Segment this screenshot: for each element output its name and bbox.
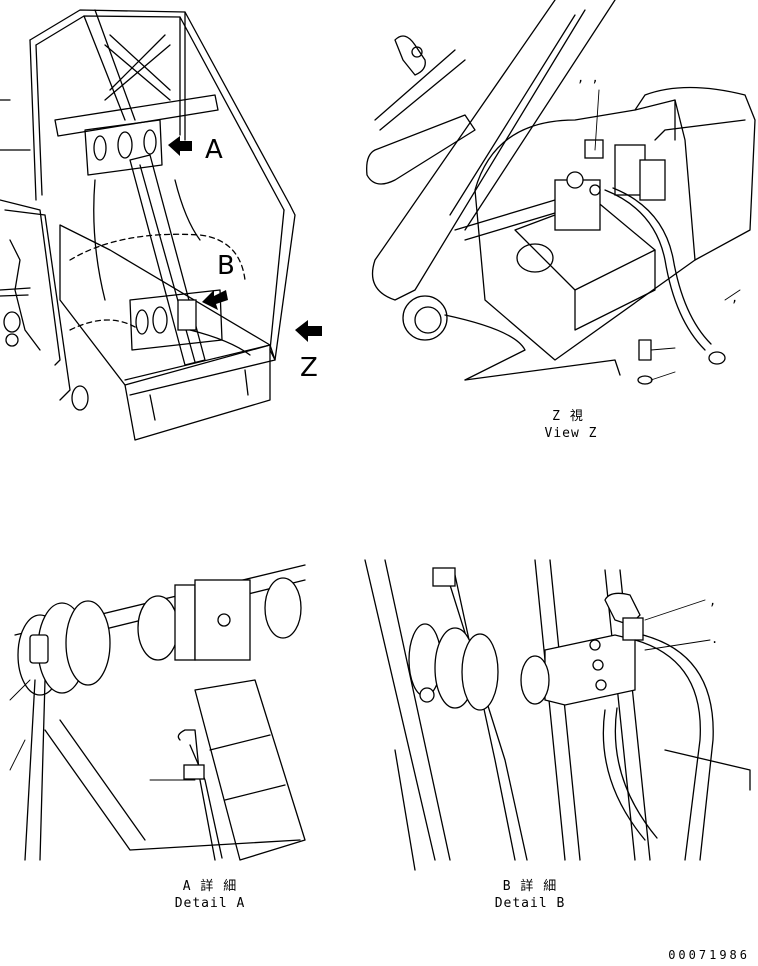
callout-label-b: B bbox=[217, 251, 235, 281]
detail-b-drawing bbox=[364, 559, 751, 871]
overview-drawing bbox=[0, 9, 322, 441]
view-z-tick-right: , bbox=[731, 291, 739, 305]
view-z-drawing bbox=[366, 0, 756, 385]
view-z-tick-top: , , bbox=[577, 71, 599, 85]
view-z-caption-en: View Z bbox=[544, 426, 598, 441]
callout-label-a: A bbox=[205, 135, 223, 165]
callout-label-z: Z bbox=[300, 353, 318, 383]
view-z-caption-jp: Z 視 bbox=[552, 409, 584, 424]
detail-a-caption-en: Detail A bbox=[174, 896, 246, 911]
detail-b-tick-top: , bbox=[709, 594, 717, 608]
detail-a-caption-jp: A 詳 細 bbox=[182, 879, 238, 894]
detail-b-illustration: , . B 詳 細 Detail B bbox=[355, 540, 758, 920]
overview-illustration: A B Z bbox=[0, 0, 340, 460]
detail-b-caption-en: Detail B bbox=[494, 896, 566, 911]
detail-a-drawing bbox=[9, 564, 306, 861]
document-number: 00071986 bbox=[668, 948, 750, 962]
view-z-illustration: , , , Z 視 View Z bbox=[355, 0, 758, 460]
detail-b-caption-jp: B 詳 細 bbox=[502, 879, 558, 894]
detail-b-tick-bottom: . bbox=[711, 632, 719, 646]
detail-a-illustration: A 詳 細 Detail A bbox=[0, 540, 330, 920]
